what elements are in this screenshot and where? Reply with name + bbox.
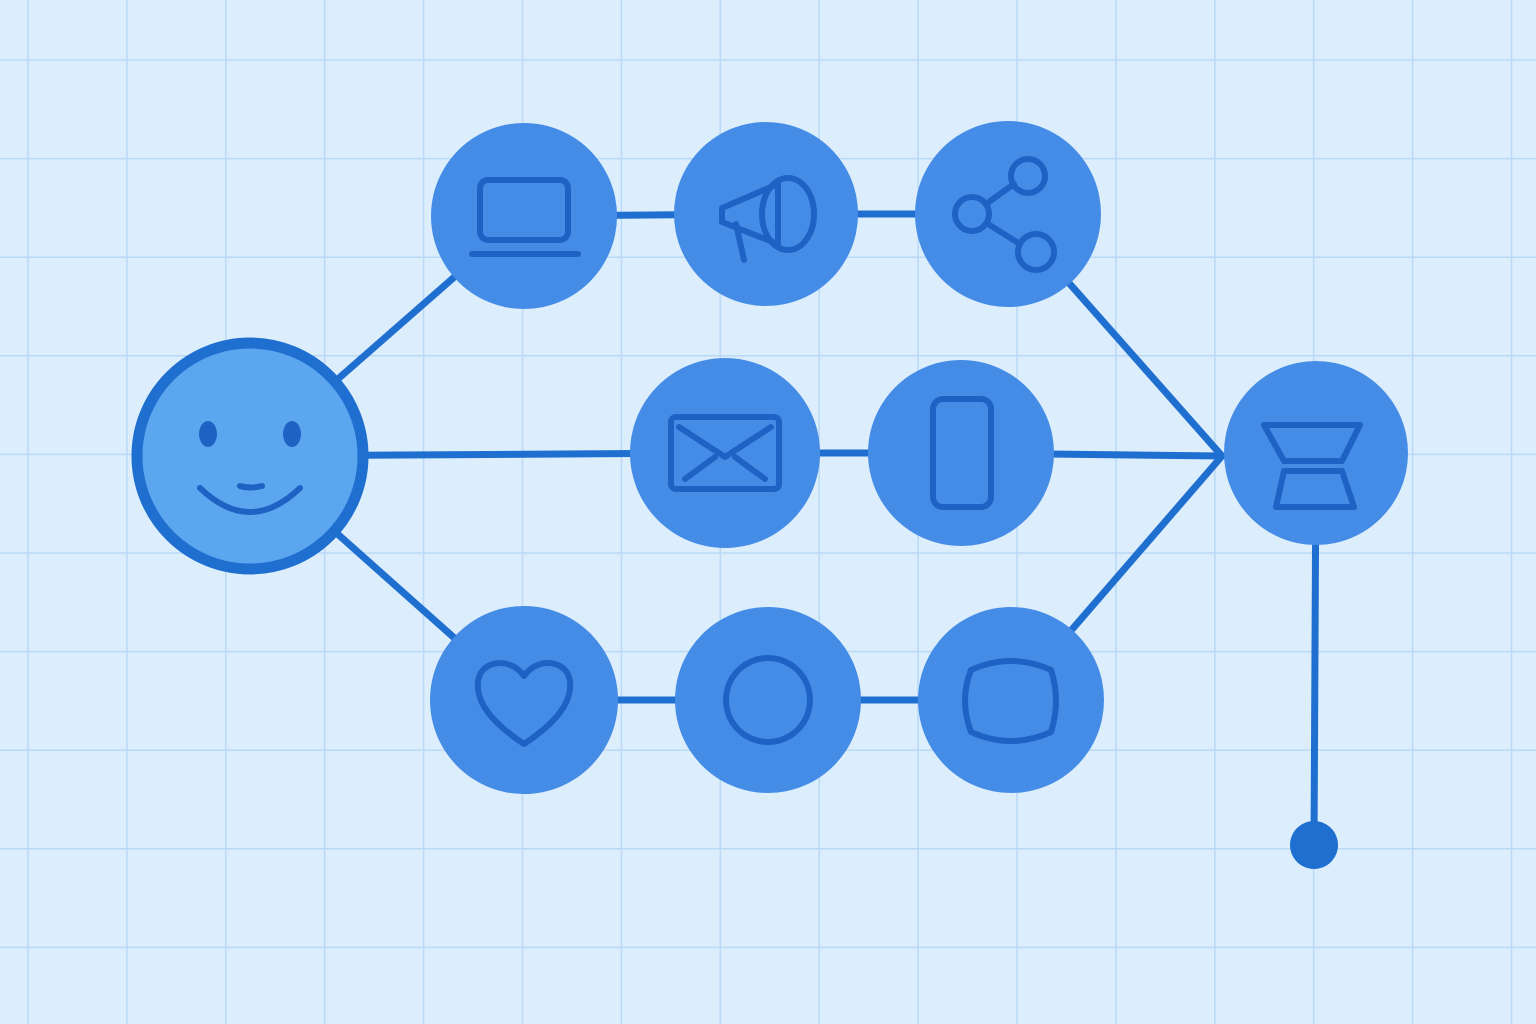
- laptop-icon: [469, 177, 581, 257]
- funnel-icon: [1261, 422, 1363, 510]
- node-circle[interactable]: [675, 607, 861, 793]
- node-phone[interactable]: [868, 360, 1054, 546]
- megaphone-icon: [719, 175, 817, 263]
- circle-icon: [723, 655, 813, 745]
- node-heart-circle: [430, 606, 618, 794]
- node-megaphone-circle: [674, 122, 858, 306]
- node-end[interactable]: [1290, 821, 1338, 869]
- node-funnel[interactable]: [1224, 361, 1408, 545]
- share-icon: [952, 156, 1057, 273]
- node-laptop-circle: [431, 123, 617, 309]
- node-heart[interactable]: [430, 606, 618, 794]
- node-share-circle: [915, 121, 1101, 307]
- node-user[interactable]: [131, 337, 369, 575]
- node-mail[interactable]: [630, 358, 820, 548]
- node-user-circle: [131, 337, 369, 575]
- envelope-icon: [668, 414, 782, 492]
- smiley-face-icon: [197, 421, 303, 515]
- rounded-square-icon: [962, 658, 1059, 744]
- mobile-phone-icon: [930, 396, 994, 510]
- node-share[interactable]: [915, 121, 1101, 307]
- node-laptop[interactable]: [431, 123, 617, 309]
- heart-icon: [474, 660, 574, 747]
- node-rounded-circle: [918, 607, 1104, 793]
- node-circle-circle: [675, 607, 861, 793]
- node-funnel-circle: [1224, 361, 1408, 545]
- nodes: [131, 121, 1408, 869]
- node-phone-circle: [868, 360, 1054, 546]
- node-mail-circle: [630, 358, 820, 548]
- node-megaphone[interactable]: [674, 122, 858, 306]
- node-rounded[interactable]: [918, 607, 1104, 793]
- endpoint-dot: [1290, 821, 1338, 869]
